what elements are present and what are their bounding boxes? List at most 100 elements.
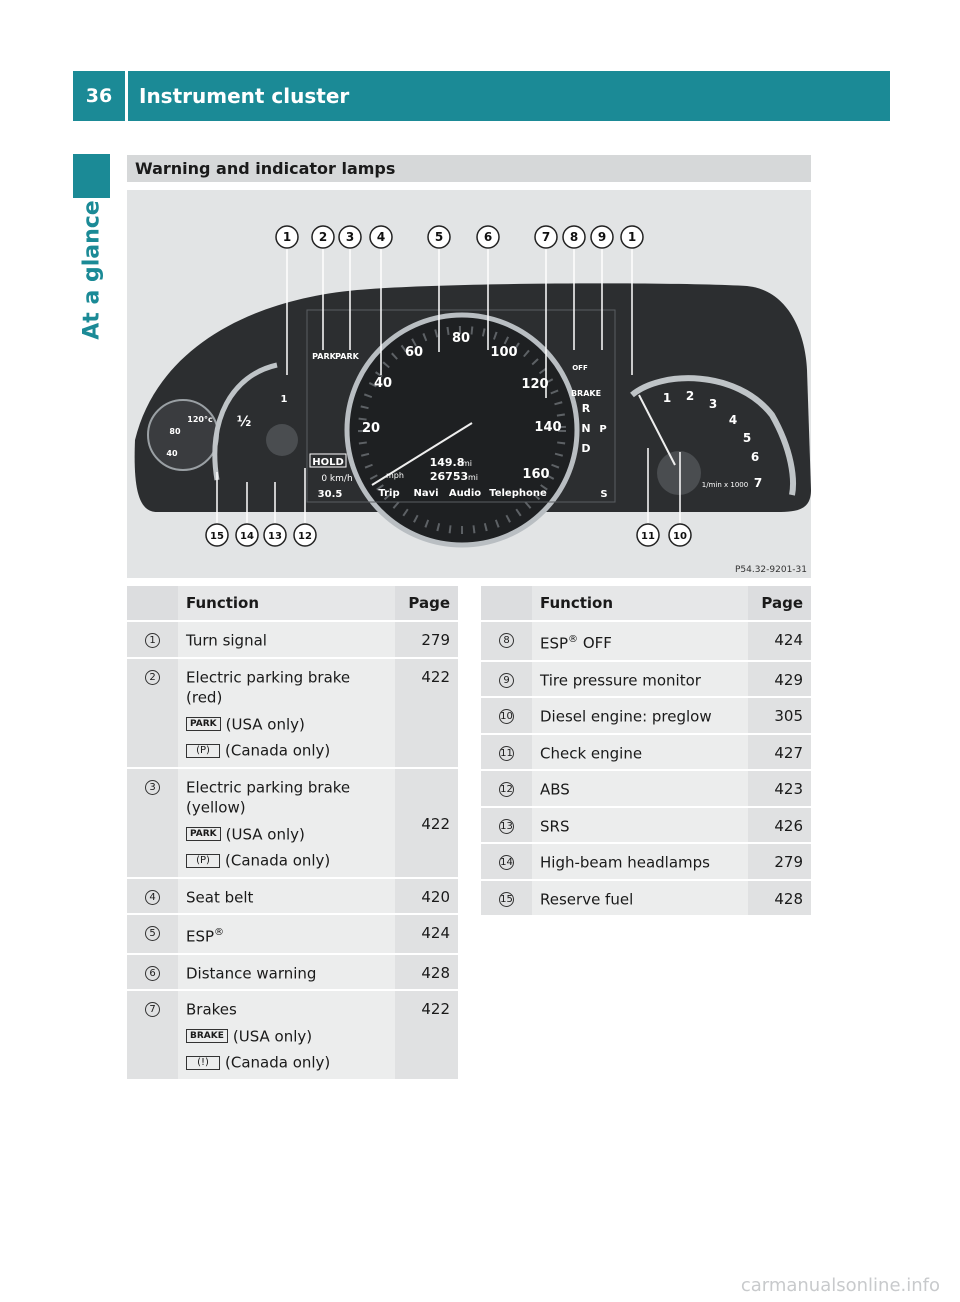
row-number-badge: 12 — [499, 782, 514, 797]
callout-number: 12 — [298, 531, 312, 542]
page-column-header: Page — [748, 586, 811, 622]
region-note: (Canada only) — [225, 741, 331, 760]
row-number-cell: 12 — [481, 770, 532, 808]
page-cell: 279 — [748, 843, 811, 881]
row-number-badge: 6 — [145, 965, 160, 981]
function-text: Check engine — [540, 744, 643, 762]
function-subline: (!) (Canada only) — [186, 1052, 387, 1073]
rpm-label: 4 — [729, 413, 737, 427]
callout-top — [427, 225, 451, 249]
row-number-badge: 11 — [499, 745, 514, 761]
coolant-label: 120°c — [187, 415, 213, 424]
region-note: (Canada only) — [225, 1053, 331, 1072]
callout-number: 10 — [673, 531, 687, 542]
page-cell: 424 — [395, 914, 458, 955]
function-cell: Electric parking brake (yellow)PARK(USA … — [178, 767, 395, 879]
function-subline: PARK(USA only) — [186, 714, 387, 735]
function-text-tail: OFF — [578, 634, 612, 652]
page-cell: 427 — [748, 733, 811, 771]
function-cell: Diesel engine: preglow — [532, 697, 748, 735]
callout-number: 1 — [628, 230, 636, 244]
gear-label: N — [581, 422, 590, 435]
row-number-cell: 1 — [127, 621, 178, 659]
function-subline: BRAKE(USA only) — [186, 1026, 387, 1047]
callout-number: 5 — [435, 230, 443, 244]
trip-mileage: 149.8 — [430, 456, 465, 469]
outside-temp: 30.5 — [318, 489, 343, 500]
indicator-icon: (P) — [186, 853, 220, 868]
menu-item-label: Telephone — [489, 488, 547, 499]
callout-bottom — [636, 523, 660, 547]
function-text: Diesel engine: preglow — [540, 707, 712, 726]
callout-top — [338, 225, 362, 249]
callout-number: 4 — [377, 230, 385, 244]
speed-label: 20 — [362, 421, 380, 436]
indicator-icon: (P) — [186, 743, 220, 758]
callout-number: 14 — [240, 531, 254, 542]
function-text: Electric parking brake (red) — [186, 668, 351, 707]
function-cell: ESP® OFF — [532, 621, 748, 662]
indicator-icon: (!) — [186, 1055, 220, 1070]
function-subline: PARK(USA only) — [186, 824, 387, 845]
page-cell: 423 — [748, 770, 811, 808]
speed-label: 40 — [374, 376, 392, 391]
row-number-badge: 9 — [499, 672, 514, 688]
function-column-header: Function — [178, 586, 395, 622]
row-number-badge: 4 — [145, 889, 160, 905]
footer-watermark: carmanualsonline.info — [740, 1275, 940, 1296]
row-number-badge: 5 — [145, 926, 160, 941]
callout-number: 9 — [598, 230, 606, 244]
callout-top — [369, 225, 393, 249]
function-text: Distance warning — [186, 964, 317, 982]
function-text: Reserve fuel — [540, 890, 634, 908]
s-label: S — [600, 489, 607, 500]
page-cell: 426 — [748, 806, 811, 844]
rpm-label: 5 — [743, 431, 751, 445]
callout-top — [476, 225, 500, 249]
page-cell: 424 — [748, 621, 811, 662]
indicator-icon: PARK — [186, 827, 221, 841]
esp-off-label: OFF — [572, 364, 588, 372]
row-number-cell: 7 — [127, 990, 178, 1081]
registered-mark: ® — [568, 634, 579, 645]
callout-bottom — [205, 523, 229, 547]
function-cell: Reserve fuel — [532, 879, 748, 917]
rpm-label: 6 — [751, 450, 759, 464]
function-column-header: Function — [532, 586, 748, 622]
side-tab-marker — [73, 154, 110, 198]
callout-number: 13 — [268, 531, 282, 542]
function-subline: (P) (Canada only) — [186, 740, 387, 761]
coolant-label: 80 — [169, 427, 181, 436]
callout-bottom — [235, 523, 259, 547]
brake-label: BRAKE — [571, 389, 601, 398]
function-text: High-beam headlamps — [540, 853, 710, 872]
gear-label: D — [581, 442, 590, 455]
function-text: Seat belt — [186, 888, 254, 906]
callout-top — [590, 225, 614, 249]
callout-top — [275, 225, 299, 249]
function-text: Turn signal — [186, 631, 267, 650]
num-column-header — [481, 586, 532, 622]
rpm-label: 7 — [754, 476, 762, 490]
row-number-cell: 6 — [127, 953, 178, 991]
gear-p-label: P — [599, 424, 606, 435]
function-cell: Tire pressure monitor — [532, 660, 748, 698]
section-title: Warning and indicator lamps — [127, 155, 811, 182]
speed-label: 100 — [490, 345, 517, 360]
menu-item-label: Trip — [378, 488, 399, 499]
row-number-cell: 2 — [127, 657, 178, 769]
row-number-badge: 10 — [499, 709, 514, 724]
row-number-cell: 4 — [127, 877, 178, 915]
function-cell: Check engine — [532, 733, 748, 771]
function-cell: SRS — [532, 806, 748, 844]
